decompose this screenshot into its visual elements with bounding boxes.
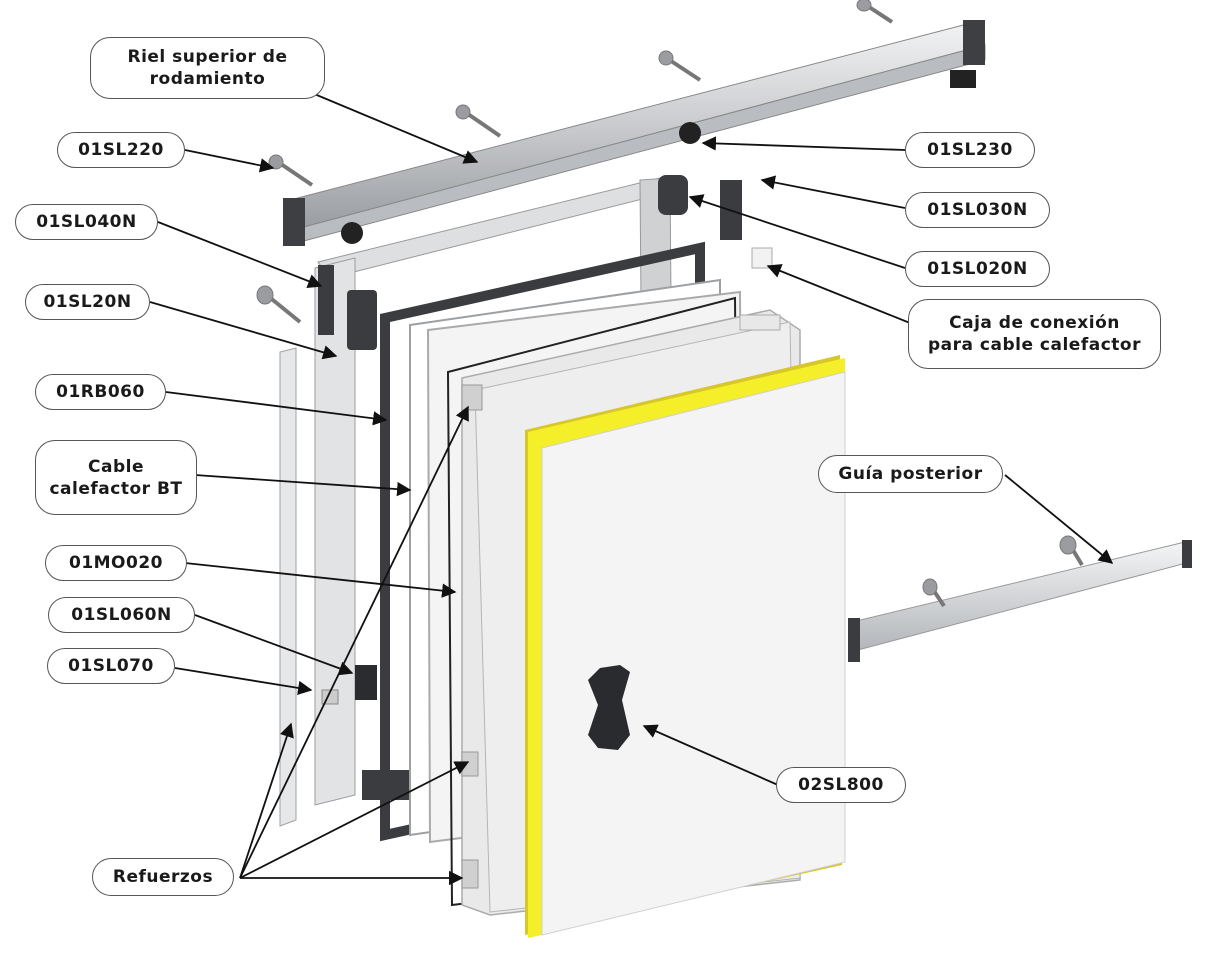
label-01SL040N: 01SL040N [15,204,158,240]
caja-line1: Caja de conexión [949,313,1120,333]
text-guia-posterior: Guía posterior [838,464,983,484]
riel-line2: rodamiento [149,69,266,89]
label-01RB060: 01RB060 [35,374,166,410]
riel-line1: Riel superior de [127,47,288,67]
text-01MO020: 01MO020 [68,553,163,573]
label-01SL20N: 01SL20N [25,284,150,320]
text-01SL070: 01SL070 [68,656,154,676]
label-caja-conexion: Caja de conexión para cable calefactor [908,299,1161,369]
text-01SL030N: 01SL030N [927,200,1028,220]
label-01SL070: 01SL070 [47,648,175,684]
label-01SL020N: 01SL020N [905,251,1050,287]
label-02SL800: 02SL800 [776,767,906,803]
text-01SL020N: 01SL020N [927,259,1028,279]
left-profiles [279,257,412,827]
top-rail [283,20,986,246]
text-01RB060: 01RB060 [56,382,145,402]
label-01SL220: 01SL220 [57,132,185,168]
label-riel-superior: Riel superior de rodamiento [90,37,325,99]
text-01SL220: 01SL220 [78,140,164,160]
door-leaf [525,355,846,938]
label-01SL230: 01SL230 [905,132,1035,168]
cable-line1: Cable [88,456,144,477]
label-01SL030N: 01SL030N [905,192,1050,228]
text-01SL230: 01SL230 [927,140,1013,160]
text-refuerzos: Refuerzos [112,867,214,887]
label-01SL060N: 01SL060N [48,597,195,633]
label-refuerzos: Refuerzos [92,858,234,896]
caja-line2: para cable calefactor [928,335,1141,355]
text-01SL040N: 01SL040N [36,212,137,232]
cable-line2: calefactor BT [49,478,183,499]
label-cable-calefactor: Cable calefactor BT [35,440,197,515]
text-02SL800: 02SL800 [798,775,884,795]
label-01MO020: 01MO020 [45,545,187,581]
rear-guide [848,535,1192,662]
label-guia-posterior: Guía posterior [818,455,1003,493]
text-01SL20N: 01SL20N [43,292,132,312]
leader-lines [149,87,1114,886]
text-01SL060N: 01SL060N [71,605,172,625]
